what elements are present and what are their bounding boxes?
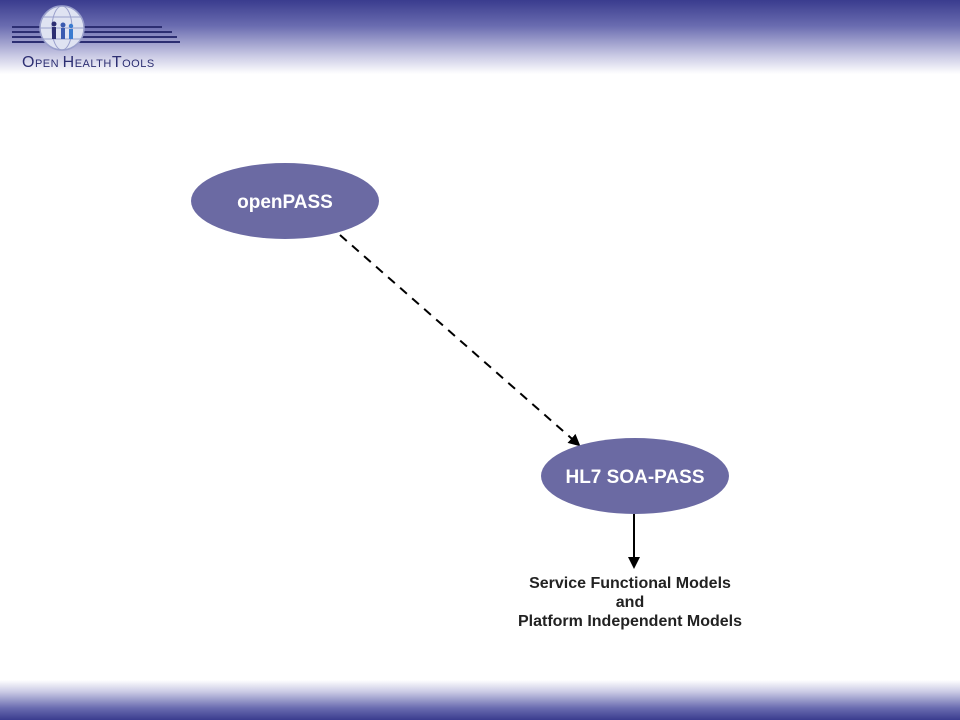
open-health-tools-logo: OPEN HEALTHTOOLS [10, 4, 190, 72]
node-openpass-label: openPASS [237, 192, 333, 213]
output-line-2: and [615, 594, 645, 611]
node-hl7-soa-pass-label: HL7 SOA-PASS [565, 467, 704, 488]
output-line-3: Platform Independent Models [517, 613, 742, 630]
globe-people-icon [12, 5, 180, 51]
output-line-1: Service Functional Models [529, 575, 731, 592]
footer-band [0, 680, 960, 720]
logo-wordmark: OPEN HEALTHTOOLS [22, 54, 155, 71]
node-hl7-soa-pass: HL7 SOA-PASS [541, 438, 729, 514]
dashed-arrow-openpass-to-hl7 [339, 234, 581, 447]
output-models-label: Service Functional Models and Platform I… [470, 574, 790, 631]
node-openpass: openPASS [191, 163, 379, 239]
